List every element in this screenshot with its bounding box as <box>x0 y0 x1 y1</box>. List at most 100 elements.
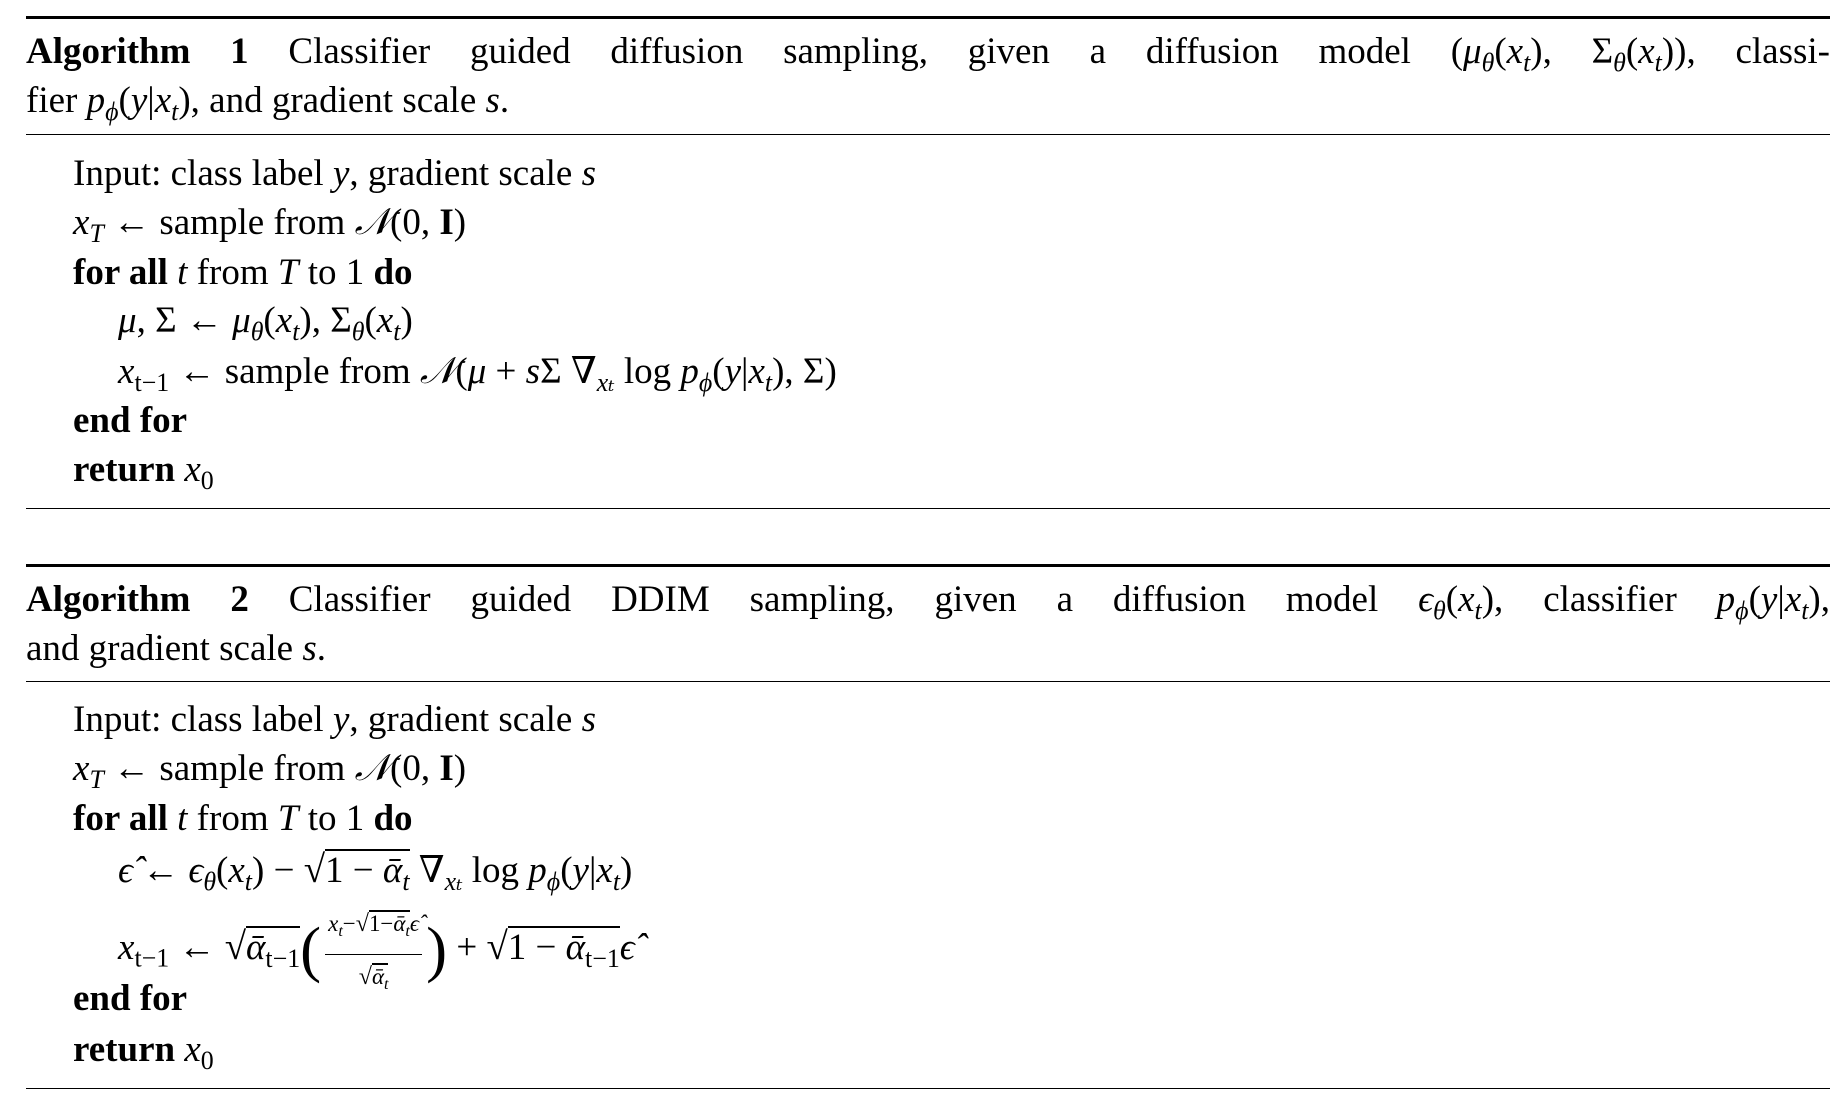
subscript: xₜ <box>596 367 615 397</box>
text-run: x <box>596 850 613 891</box>
text-run: x <box>1638 31 1655 72</box>
subscript: t <box>402 866 410 896</box>
algorithm-line: end for <box>73 399 187 443</box>
text-run: ), Σ <box>299 300 352 341</box>
square-root: √1−ᾱt <box>356 902 410 946</box>
fraction-denominator: √ᾱt <box>356 955 392 999</box>
text-run: x <box>73 748 90 789</box>
text-run: | <box>1777 579 1785 620</box>
keyword: I <box>439 748 454 789</box>
subscript: θ <box>1613 47 1626 77</box>
keyword: return <box>73 1029 176 1070</box>
subscript: t <box>1474 595 1482 625</box>
text-run: Input: class label <box>73 153 333 194</box>
text-run: μ <box>118 300 137 341</box>
text-run: (0, <box>390 202 440 243</box>
subscript: t−1 <box>585 943 620 973</box>
text-run: μ <box>232 300 251 341</box>
text-run: p <box>1716 579 1736 620</box>
text-run: + <box>447 926 487 968</box>
text-run: Classifier guided DDIM sampling, given a… <box>248 579 1419 620</box>
text-run: x <box>1506 31 1524 72</box>
text-run: 1− <box>368 911 394 936</box>
text-run: ( <box>216 850 229 891</box>
text-run: y <box>572 850 589 891</box>
text-run: x <box>1784 579 1802 620</box>
subscript: t−1 <box>265 943 301 973</box>
algorithm-line: return x0 <box>73 448 214 503</box>
text-run: ϵ̂ <box>409 911 420 936</box>
keyword: end for <box>73 978 188 1019</box>
text-run: s <box>485 80 500 121</box>
text-run: fier <box>26 80 87 121</box>
text-run: to 1 <box>298 252 374 293</box>
keyword: do <box>373 252 413 293</box>
algorithm-line: for all t from T to 1 do <box>73 251 413 295</box>
subscript: t <box>405 922 410 940</box>
text-run: y <box>332 699 350 740</box>
text-run: , gradient scale <box>349 153 582 194</box>
subscript: t <box>393 316 401 346</box>
radical-sign-icon: √ <box>224 924 246 968</box>
keyword: for all <box>73 252 168 293</box>
text-run: x <box>748 351 765 392</box>
square-root: √ᾱt <box>359 955 389 999</box>
algorithm-2-block: Algorithm 2 Classifier guided DDIM sampl… <box>26 564 1830 1094</box>
algorithm-line: for all t from T to 1 do <box>73 797 413 841</box>
text-run: ) <box>426 914 448 985</box>
text-run: ( <box>712 351 725 392</box>
text-run: p <box>528 850 547 891</box>
algorithm-line: xt−1 ← sample from 𝒩(μ + sΣ ∇xₜ log pϕ(y… <box>118 350 837 405</box>
algorithm-caption-line: Algorithm 2 Classifier guided DDIM sampl… <box>26 578 1830 633</box>
text-run: to 1 <box>298 798 374 839</box>
keyword: for all <box>73 798 168 839</box>
text-run: 𝒩 <box>419 351 456 392</box>
subscript: xₜ <box>444 866 463 896</box>
text-run: ϵ̂ <box>118 850 133 891</box>
subscript: θ <box>351 316 365 346</box>
text-run: x <box>228 850 245 891</box>
algorithm-1-block: Algorithm 1 Classifier guided diffusion … <box>26 16 1830 516</box>
text-run: ( <box>1748 579 1761 620</box>
subscript: θ <box>1481 47 1495 77</box>
algorithm-line: xT ← sample from 𝒩(0, I) <box>73 747 466 802</box>
subscript: t <box>1801 595 1809 625</box>
text-run: p <box>680 351 699 392</box>
keyword: return <box>73 449 176 490</box>
subscript: t−1 <box>134 367 170 397</box>
algorithm-line: ϵ̂ ← ϵθ(xt) − √1 − ᾱt ∇xₜ log pϕ(y|xt) <box>118 848 632 904</box>
subscript: t <box>1523 47 1531 77</box>
keyword: Algorithm 2 <box>26 579 249 620</box>
text-run: ) <box>453 748 467 789</box>
text-run: μ <box>467 351 487 392</box>
text-run: from <box>187 798 278 839</box>
text-run: ) <box>620 850 633 891</box>
text-run: x <box>376 300 394 341</box>
text-run: (0, <box>390 748 440 789</box>
text-run: | <box>588 850 597 891</box>
subscript: t <box>338 922 343 940</box>
fraction: xt−√1−ᾱtϵ̂√ᾱt <box>325 902 423 999</box>
caption-rule <box>26 681 1830 682</box>
subscript: t <box>292 316 300 346</box>
text-run: ← sample from <box>169 351 420 392</box>
subscript: ϕ <box>105 96 119 126</box>
text-run: t <box>177 798 188 839</box>
text-run: ( <box>300 914 322 985</box>
text-run: ᾱ <box>246 926 266 968</box>
text-run: T <box>277 252 299 293</box>
radicand: 1 − ᾱt−1 <box>507 925 620 977</box>
text-run: log <box>462 850 529 891</box>
text-run: s <box>581 153 596 194</box>
subscript: θ <box>250 316 264 346</box>
radicand: 1−ᾱt <box>368 910 410 944</box>
text-run: x <box>328 911 339 936</box>
text-run: μ <box>1463 31 1482 72</box>
subscript: t <box>1654 47 1662 77</box>
radicand: ᾱt <box>371 962 389 997</box>
bottom-rule <box>26 508 1830 509</box>
text-run: , Σ ← <box>136 300 233 341</box>
text-run: log <box>614 351 681 392</box>
text-run: ϵ <box>188 850 204 891</box>
algorithm-line: xt−1 ← √ᾱt−1(xt−√1−ᾱtϵ̂√ᾱt) + √1 − ᾱt−1ϵ… <box>118 902 635 999</box>
